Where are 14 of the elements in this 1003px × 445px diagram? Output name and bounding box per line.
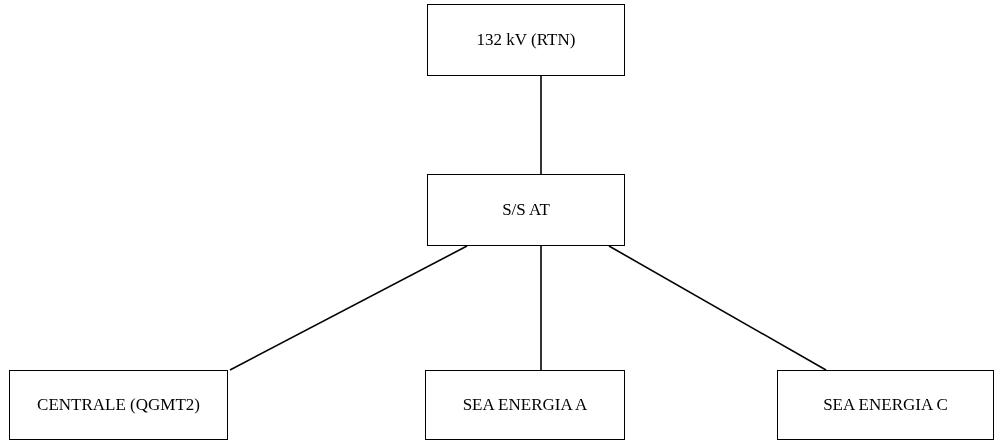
process-box <box>427 174 625 246</box>
node-label: CENTRALE (QGMT2) <box>37 395 200 415</box>
process-box <box>9 370 228 440</box>
node-label: S/S AT <box>502 200 550 220</box>
connector-line <box>608 245 827 371</box>
connector-line <box>540 75 542 175</box>
node-label: 132 kV (RTN) <box>476 30 576 50</box>
process-box <box>427 4 625 76</box>
node-label: SEA ENERGIA A <box>462 395 588 415</box>
connector-line <box>540 245 542 371</box>
connector-line <box>229 245 468 371</box>
process-box <box>425 370 625 440</box>
process-box <box>777 370 994 440</box>
node-label: SEA ENERGIA C <box>823 395 948 415</box>
